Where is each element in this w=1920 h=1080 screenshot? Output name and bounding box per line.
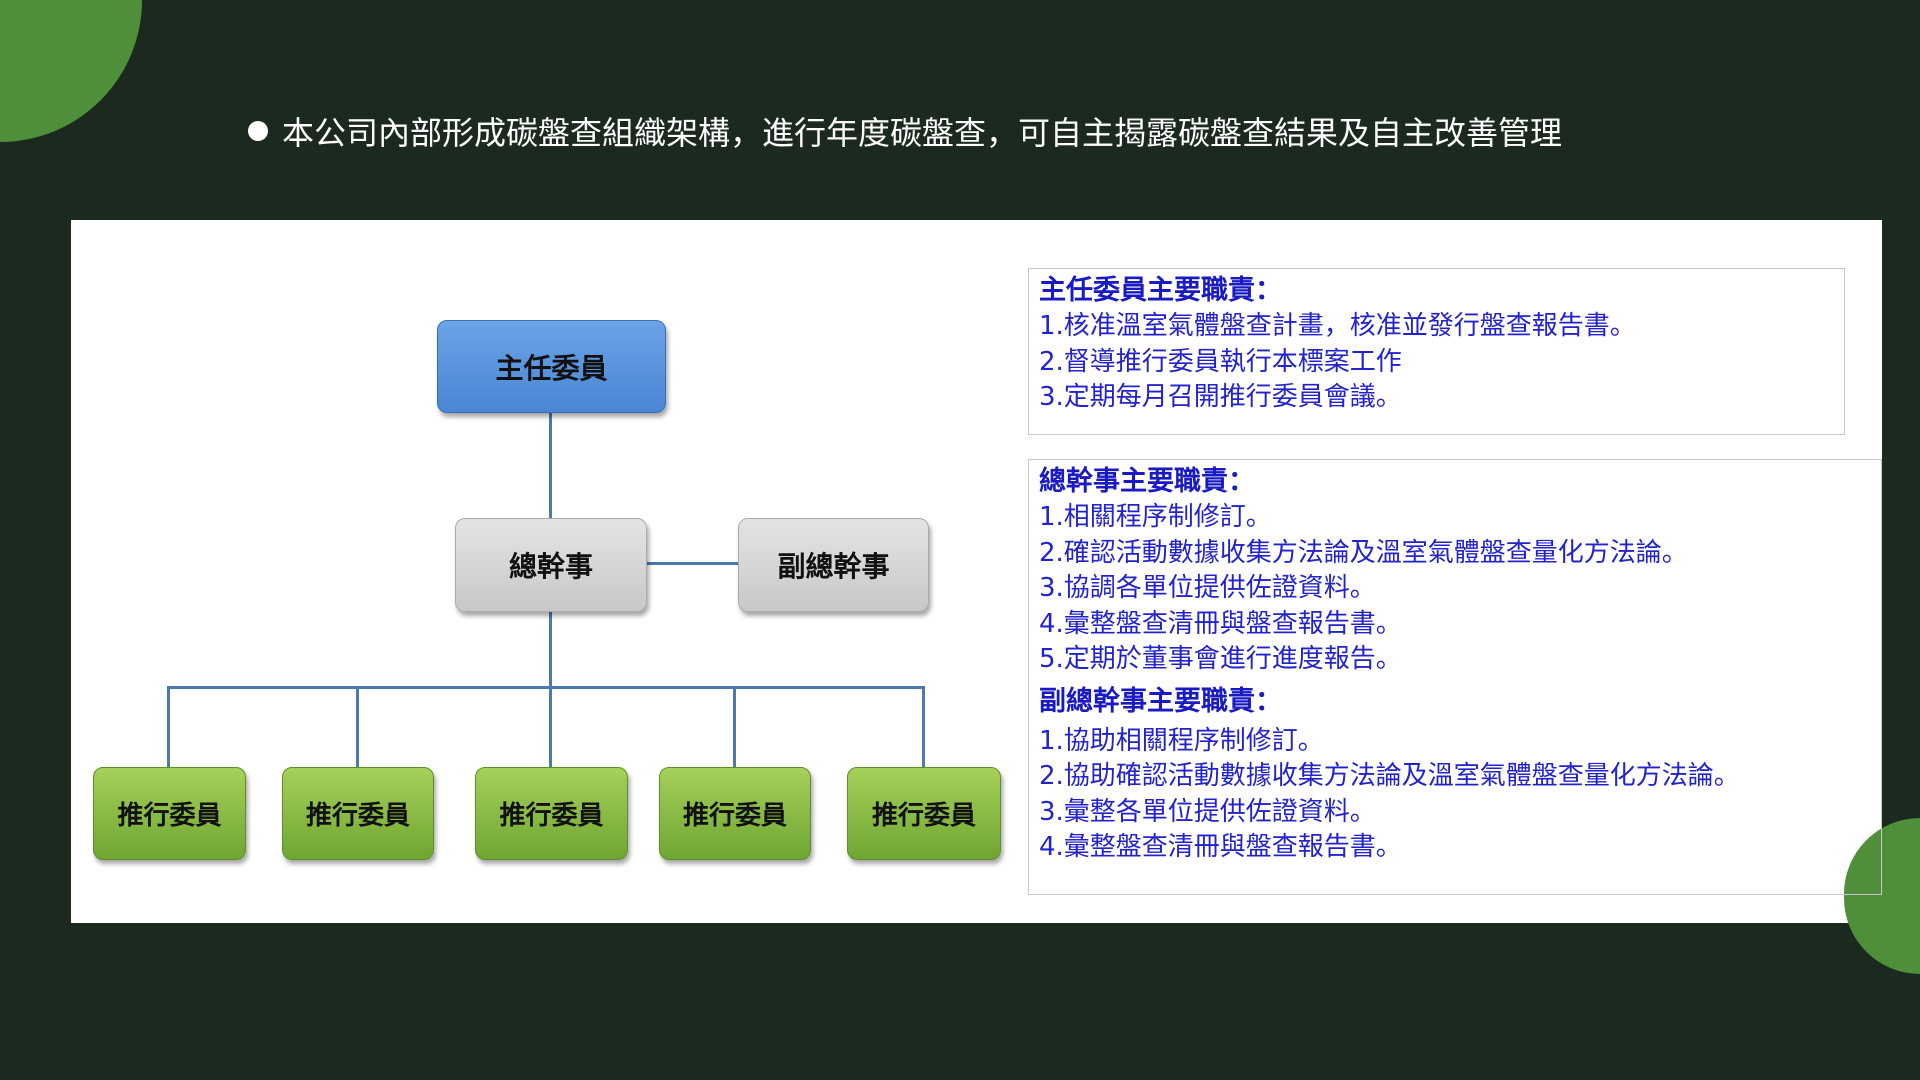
secretary-duties-heading: 總幹事主要職責：	[1039, 466, 1255, 497]
org-node-member: 推行委員	[659, 767, 811, 860]
org-node-chair: 主任委員	[437, 320, 666, 413]
decorative-circle-top-left	[0, 0, 142, 142]
connector-line	[549, 610, 552, 687]
duty-item: 1.相關程序制修訂。	[1039, 502, 1272, 532]
org-node-member: 推行委員	[93, 767, 246, 860]
duty-item: 2.確認活動數據收集方法論及溫室氣體盤查量化方法論。	[1039, 537, 1688, 568]
org-node-member: 推行委員	[847, 767, 1001, 860]
duty-item: 5.定期於董事會進行進度報告。	[1039, 644, 1402, 674]
bullet-icon	[248, 121, 268, 141]
org-node-member: 推行委員	[282, 767, 434, 860]
duty-item: 3.定期每月召開推行委員會議。	[1039, 382, 1402, 412]
duty-item: 2.協助確認活動數據收集方法論及溫室氣體盤查量化方法論。	[1039, 761, 1740, 791]
duty-item: 3.彙整各單位提供佐證資料。	[1039, 796, 1376, 827]
chair-duties-heading: 主任委員主要職責：	[1039, 275, 1282, 306]
connector-line	[922, 686, 925, 767]
org-node-member: 推行委員	[475, 767, 628, 860]
connector-line	[645, 562, 738, 565]
org-node-secretary-general: 總幹事	[455, 518, 647, 612]
org-node-deputy-secretary-general: 副總幹事	[738, 518, 929, 612]
duty-item: 4.彙整盤查清冊與盤查報告書。	[1039, 832, 1402, 862]
duty-item: 4.彙整盤查清冊與盤查報告書。	[1039, 608, 1402, 639]
connector-line	[167, 686, 170, 767]
duty-item: 2.督導推行委員執行本標案工作	[1039, 346, 1402, 377]
deputy-duties-heading: 副總幹事主要職責：	[1039, 685, 1282, 717]
duty-item: 1.核准溫室氣體盤查計畫，核准並發行盤查報告書。	[1039, 311, 1636, 341]
connector-line	[356, 686, 359, 767]
connector-line	[167, 686, 924, 689]
chair-duties-box: 主任委員主要職責： 1.核准溫室氣體盤查計畫，核准並發行盤查報告書。 2.督導推…	[1028, 268, 1845, 435]
title-text: 本公司內部形成碳盤查組織架構，進行年度碳盤查，可自主揭露碳盤查結果及自主改善管理	[282, 114, 1563, 152]
duty-item: 3.協調各單位提供佐證資料。	[1039, 573, 1376, 603]
connector-line	[733, 686, 736, 767]
duty-item: 1.協助相關程序制修訂。	[1039, 725, 1324, 756]
secretary-duties-box: 總幹事主要職責： 1.相關程序制修訂。 2.確認活動數據收集方法論及溫室氣體盤查…	[1028, 459, 1882, 895]
connector-line	[549, 686, 552, 767]
connector-line	[549, 411, 552, 518]
page-title: 本公司內部形成碳盤查組織架構，進行年度碳盤查，可自主揭露碳盤查結果及自主改善管理	[248, 108, 1562, 154]
